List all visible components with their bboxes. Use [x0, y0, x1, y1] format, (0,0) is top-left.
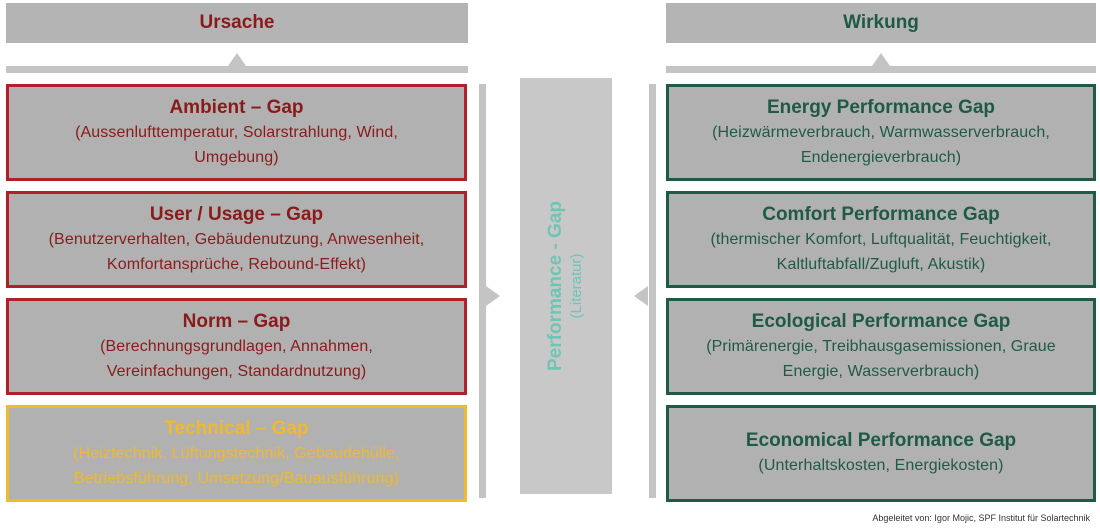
performance-gap-title: Performance - Gap	[545, 201, 566, 371]
effect-description: (Unterhaltskosten, Energiekosten)	[758, 457, 1004, 474]
cause-title: Technical – Gap	[164, 417, 309, 439]
effect-title: Energy Performance Gap	[766, 96, 996, 118]
effect-box-economical: Economical Performance Gap (Unterhaltsko…	[666, 405, 1096, 502]
cause-title: Ambient – Gap	[169, 96, 304, 118]
effect-title: Comfort Performance Gap	[762, 203, 1000, 225]
effect-description: (Heizwärmeverbrauch, Warmwasserverbrauch…	[712, 123, 1050, 166]
cause-box-user-usage: User / Usage – Gap (Benutzerverhalten, G…	[6, 191, 467, 288]
cause-box-technical: Technical – Gap (Heiztechnik, Lüftungste…	[6, 405, 467, 502]
effect-connector-line	[649, 84, 656, 498]
cause-connector-line	[479, 84, 486, 498]
effect-title: Economical Performance Gap	[745, 430, 1017, 451]
effect-box-comfort: Comfort Performance Gap (thermischer Kom…	[666, 191, 1096, 288]
cause-description: (Aussenlufttemperatur, Solarstrahlung, W…	[75, 123, 398, 166]
effect-header: Wirkung	[666, 3, 1096, 43]
performance-gap-label: Performance - Gap (Literatur)	[545, 201, 587, 371]
effect-title: Ecological Performance Gap	[751, 310, 1011, 332]
cause-header-bar	[6, 66, 468, 73]
source-credit: Abgeleitet von: Igor Mojic, SPF Institut…	[872, 513, 1090, 523]
effect-up-triangle-icon	[872, 53, 890, 66]
cause-description: (Heiztechnik, Lüftungstechnik, Gebäudehü…	[73, 444, 400, 487]
effect-header-bar	[666, 66, 1096, 73]
effect-description: (thermischer Komfort, Luftqualität, Feuc…	[710, 230, 1052, 273]
effect-description: (Primärenergie, Treibhausgasemissionen, …	[706, 337, 1056, 380]
cause-title: User / Usage – Gap	[149, 203, 324, 225]
cause-header: Ursache	[6, 3, 468, 43]
cause-description: (Benutzerverhalten, Gebäudenutzung, Anwe…	[48, 230, 425, 273]
cause-title: Norm – Gap	[182, 310, 291, 332]
performance-gap-panel	[520, 78, 612, 494]
cause-box-ambient: Ambient – Gap (Aussenlufttemperatur, Sol…	[6, 84, 467, 181]
cause-box-norm: Norm – Gap (Berechnungsgrundlagen, Annah…	[6, 298, 467, 395]
cause-up-triangle-icon	[228, 53, 246, 66]
arrow-left-icon	[634, 286, 648, 306]
effect-box-energy: Energy Performance Gap (Heizwärmeverbrau…	[666, 84, 1096, 181]
performance-gap-subtitle: (Literatur)	[568, 253, 585, 319]
cause-description: (Berechnungsgrundlagen, Annahmen, Verein…	[100, 337, 373, 380]
arrow-right-icon	[486, 286, 500, 306]
effect-box-ecological: Ecological Performance Gap (Primärenergi…	[666, 298, 1096, 395]
